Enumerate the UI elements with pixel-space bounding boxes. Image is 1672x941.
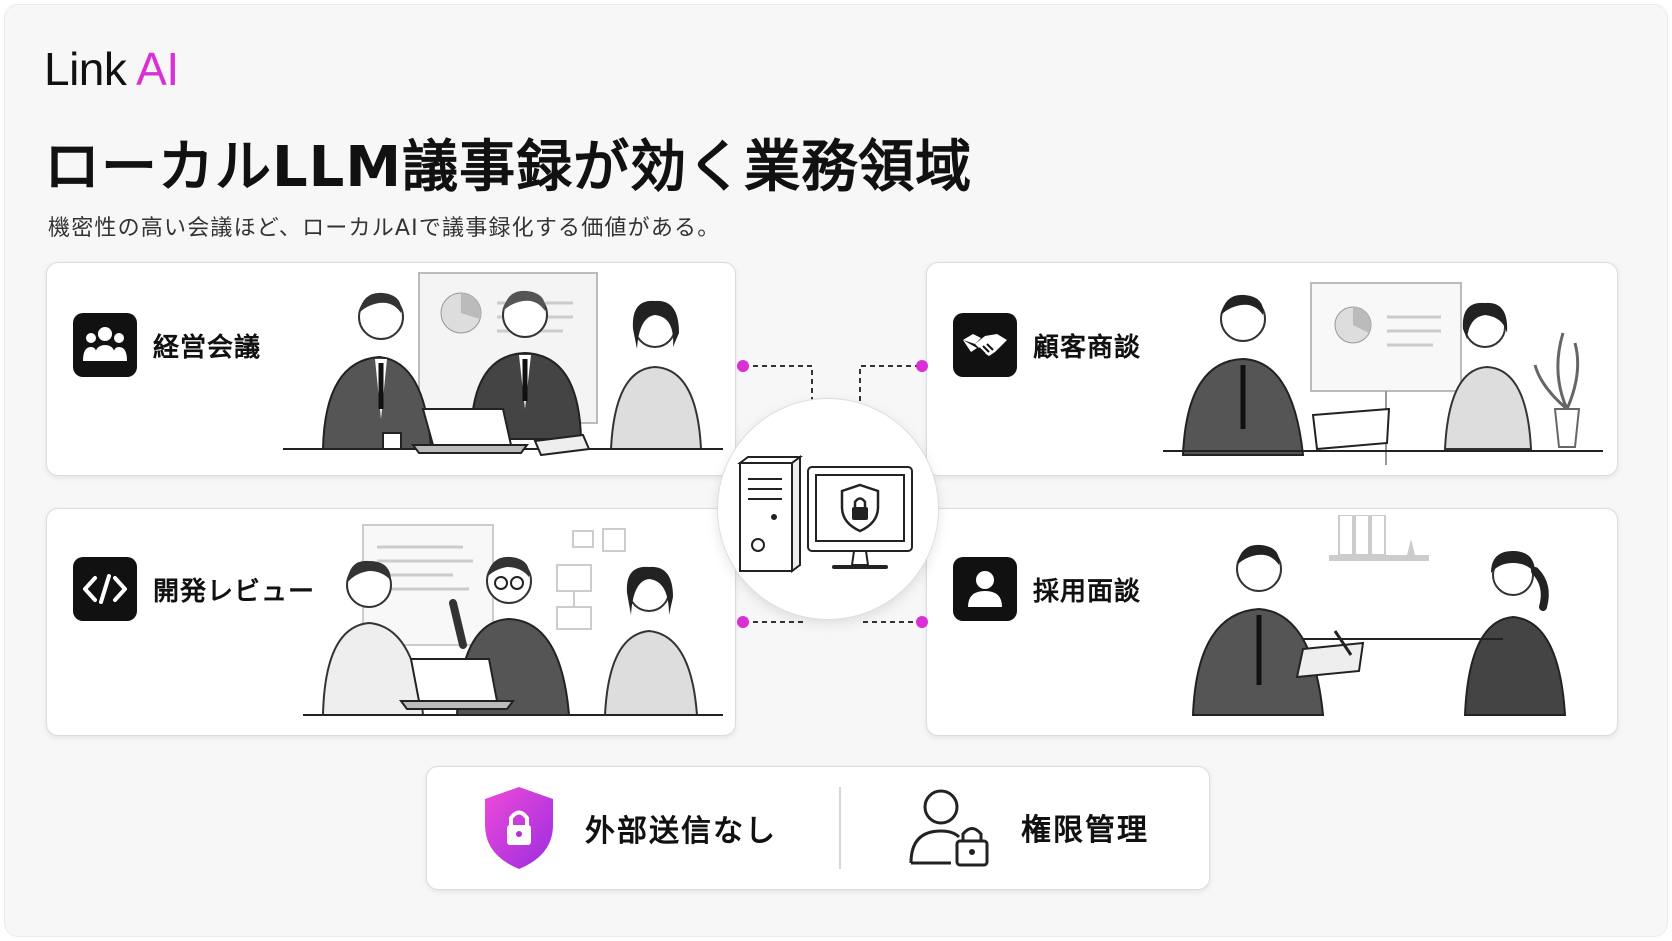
connector-dots: [737, 360, 928, 628]
security-badge-bar: 外部送信なし 権限管理: [426, 766, 1210, 890]
card-label-text: 経営会議: [153, 332, 262, 363]
page-subtitle: 機密性の高い会議ほど、ローカルAIで議事録化する価値がある。: [48, 216, 721, 241]
card-label-text: 開発レビュー: [153, 576, 316, 607]
code-icon: [73, 557, 137, 621]
badge-access-control: 権限管理: [907, 787, 1149, 867]
card-label-text: 顧客商談: [1033, 332, 1142, 363]
negotiation-illustration: [1163, 282, 1603, 465]
card-label: 採用面談: [953, 557, 1141, 621]
card-label-text: 採用面談: [1033, 576, 1142, 607]
server-tower-icon: [737, 455, 803, 573]
card-hiring-interview: 採用面談: [926, 508, 1618, 736]
user-lock-icon: [909, 789, 989, 867]
card-dev-review: 開発レビュー: [46, 508, 736, 736]
card-label: 経営会議: [73, 313, 261, 377]
people-group-icon: [73, 313, 137, 377]
card-executive-meeting: 経営会議: [46, 262, 736, 476]
logo-accent: AI: [136, 43, 179, 95]
handshake-icon: [953, 313, 1017, 377]
monitor-shield-lock-icon: [807, 466, 913, 569]
local-server-hub: [717, 398, 939, 620]
badge-label: 外部送信なし: [585, 814, 777, 849]
meeting-illustration: [283, 272, 723, 457]
shield-lock-icon: [485, 787, 553, 869]
logo-brand: Link: [44, 43, 127, 95]
dev-review-illustration: [303, 524, 723, 716]
person-icon: [953, 557, 1017, 621]
card-client-negotiation: 顧客商談: [926, 262, 1618, 476]
badge-no-external-transmission: 外部送信なし: [483, 785, 777, 871]
page-title: ローカルLLM議事録が効く業務領域: [44, 135, 973, 200]
badge-label: 権限管理: [1021, 813, 1149, 848]
interview-illustration: [1191, 515, 1567, 716]
badge-divider: [839, 787, 841, 869]
card-label: 開発レビュー: [73, 557, 315, 621]
logo: Link AI: [44, 42, 179, 96]
card-label: 顧客商談: [953, 313, 1141, 377]
